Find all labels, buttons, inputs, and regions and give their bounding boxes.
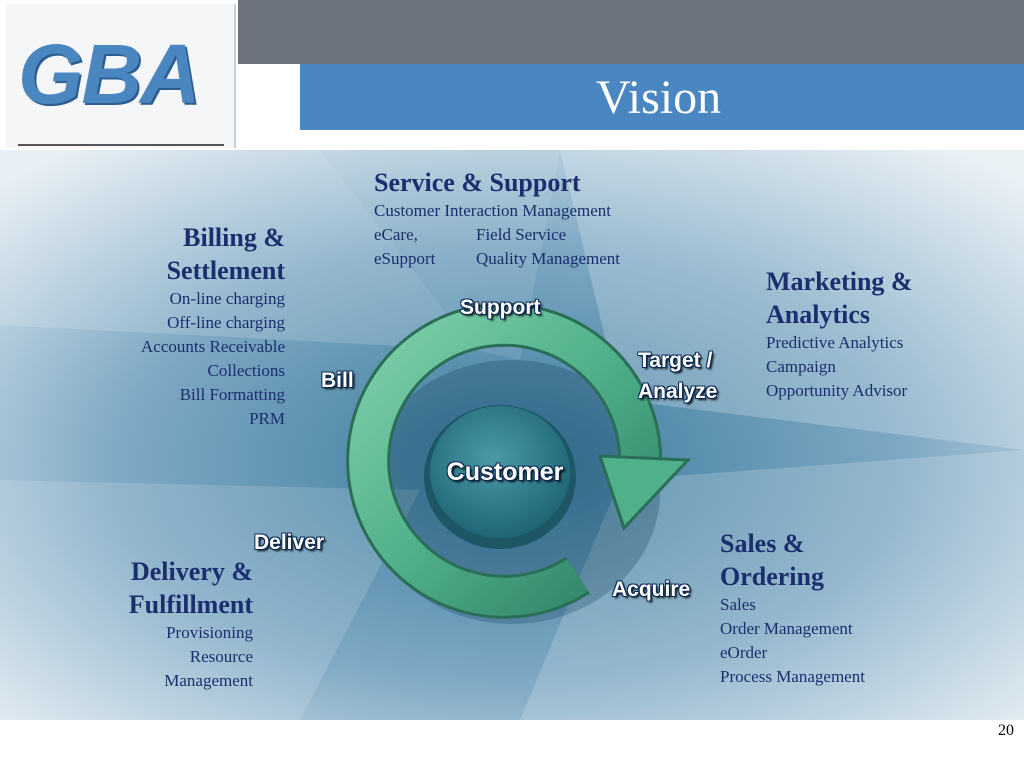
- marketing-block: Marketing & Analytics Predictive Analyti…: [766, 265, 913, 403]
- billing-heading: Settlement: [166, 256, 285, 285]
- marketing-item: Campaign: [766, 357, 836, 376]
- billing-block: Billing & Settlement On-line charging Of…: [80, 221, 285, 431]
- sales-item: eOrder: [720, 643, 768, 662]
- stage-target: Target /: [638, 349, 713, 372]
- stage-analyze: Analyze: [638, 380, 718, 403]
- wedge-sales: [520, 450, 1024, 720]
- delivery-item: Management: [164, 671, 253, 690]
- service-row: eCare, Field Service: [374, 223, 620, 247]
- logo: GBA: [18, 27, 201, 121]
- wedge-billing: [0, 150, 475, 350]
- delivery-block: Delivery & Fulfillment Provisioning Reso…: [60, 555, 253, 693]
- service-item: eSupport: [374, 249, 436, 268]
- stage-acquire: Acquire: [612, 578, 691, 601]
- delivery-item: Resource: [189, 647, 253, 666]
- cycle-ring: [349, 305, 660, 616]
- page-number: 20: [998, 722, 1014, 739]
- service-item: Quality Management: [476, 249, 620, 268]
- billing-item: Bill Formatting: [179, 385, 285, 404]
- delivery-heading: Fulfillment: [128, 590, 253, 619]
- marketing-item: Predictive Analytics: [766, 333, 904, 352]
- billing-item: Accounts Receivable: [141, 337, 285, 356]
- sales-heading: Sales &: [720, 529, 805, 558]
- sales-item: Sales: [720, 595, 756, 614]
- service-support-block: Service & Support Customer Interaction M…: [374, 166, 620, 271]
- stage-deliver: Deliver: [254, 531, 325, 554]
- service-heading: Service & Support: [374, 168, 581, 197]
- title-bar: [300, 64, 1024, 130]
- sales-item: Process Management: [720, 667, 865, 686]
- logo-divider: [18, 144, 224, 146]
- marketing-item: Opportunity Advisor: [766, 381, 908, 400]
- sales-block: Sales & Ordering Sales Order Management …: [720, 527, 865, 689]
- sales-item: Order Management: [720, 619, 853, 638]
- diagram-canvas: [0, 150, 1024, 720]
- marketing-heading: Analytics: [766, 300, 870, 329]
- billing-item: Collections: [207, 361, 285, 380]
- cycle-arrow-head: [597, 454, 692, 531]
- stage-bill: Bill: [321, 369, 354, 392]
- service-line: Customer Interaction Management: [374, 201, 611, 220]
- slide-title: Vision: [596, 71, 722, 124]
- service-item: eCare,: [374, 225, 418, 244]
- stage-support: Support: [460, 296, 541, 319]
- wedge-delivery: [0, 480, 420, 720]
- billing-item: PRM: [249, 409, 285, 428]
- marketing-heading: Marketing &: [766, 267, 913, 296]
- service-item: Field Service: [476, 225, 567, 244]
- hub: [430, 406, 570, 538]
- hub-label: Customer: [446, 458, 564, 486]
- delivery-heading: Delivery &: [130, 557, 253, 586]
- sales-heading: Ordering: [720, 562, 824, 591]
- billing-item: Off-line charging: [167, 313, 285, 332]
- delivery-item: Provisioning: [166, 623, 253, 642]
- logo-box: GBA: [6, 4, 236, 148]
- header-band: [238, 0, 1024, 64]
- service-row: eSupport Quality Management: [374, 247, 620, 271]
- billing-heading: Billing &: [183, 223, 285, 252]
- billing-item: On-line charging: [169, 289, 285, 308]
- wedge-marketing: [560, 150, 1024, 450]
- cycle-diagram: [0, 150, 1024, 720]
